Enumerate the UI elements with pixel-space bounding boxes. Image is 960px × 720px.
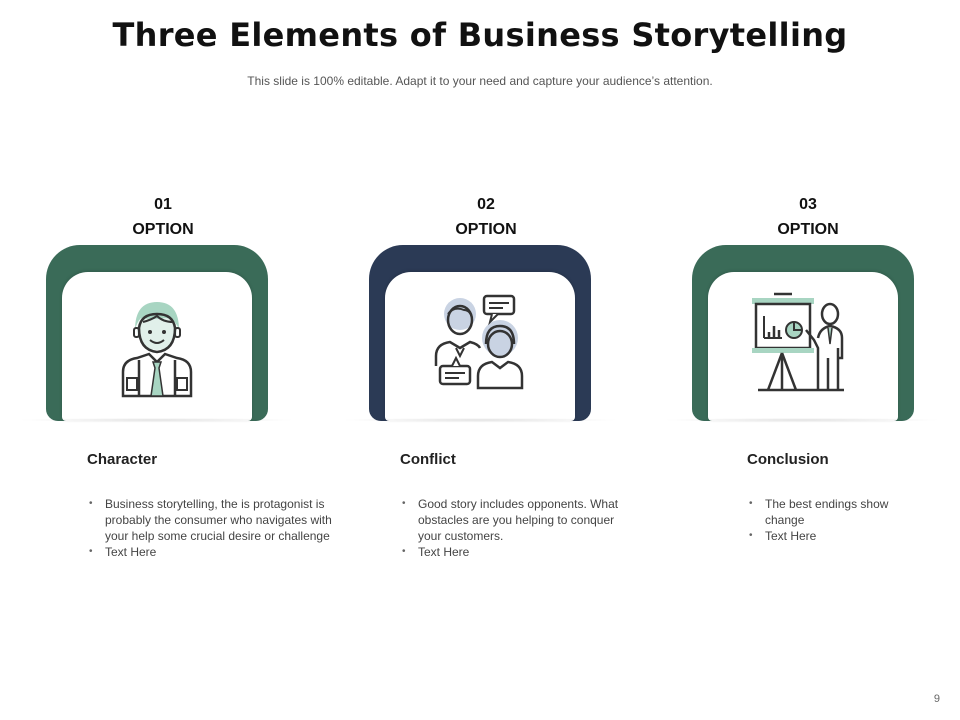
option-1-card <box>46 245 268 421</box>
option-3-bullet-2: Text Here <box>747 528 917 544</box>
option-2-shadow <box>340 418 620 422</box>
page-number: 9 <box>933 693 940 705</box>
option-1-shadow <box>17 418 297 422</box>
option-2-header: 02 OPTION <box>386 192 586 242</box>
option-3-bullet-1: The best endings show change <box>747 496 917 528</box>
option-3-card <box>692 245 914 421</box>
presentation-icon <box>752 292 844 392</box>
option-1-label: OPTION <box>132 221 194 238</box>
option-3-shadow <box>662 418 942 422</box>
option-2-card <box>369 245 591 421</box>
slide-subtitle: This slide is 100% editable. Adapt it to… <box>247 74 713 88</box>
option-1-number: 01 <box>154 196 172 213</box>
option-2-label: OPTION <box>455 221 517 238</box>
businessman-icon <box>121 302 193 398</box>
option-2-bullets: Good story includes opponents. What obst… <box>400 496 640 560</box>
option-1-icon-panel <box>62 272 252 421</box>
option-1-bullets: Business storytelling, the is protagonis… <box>87 496 342 560</box>
option-2-number: 02 <box>477 196 495 213</box>
option-1-bullet-2: Text Here <box>87 544 342 560</box>
option-2-bullet-1: Good story includes opponents. What obst… <box>400 496 640 544</box>
option-3-number: 03 <box>799 196 817 213</box>
option-3-label: OPTION <box>777 221 839 238</box>
option-1-header: 01 OPTION <box>63 192 263 242</box>
option-3-icon-panel <box>708 272 898 421</box>
option-3-header: 03 OPTION <box>708 192 908 242</box>
option-2-bullet-2: Text Here <box>400 544 640 560</box>
slide-title: Three Elements of Business Storytelling <box>112 16 848 54</box>
option-3-bullets: The best endings show change Text Here <box>747 496 917 544</box>
conversation-icon <box>434 294 524 390</box>
option-1-bullet-1: Business storytelling, the is protagonis… <box>87 496 342 544</box>
option-1-heading: Character <box>87 451 158 468</box>
option-2-heading: Conflict <box>400 451 456 468</box>
option-3-heading: Conclusion <box>747 451 829 468</box>
option-2-icon-panel <box>385 272 575 421</box>
